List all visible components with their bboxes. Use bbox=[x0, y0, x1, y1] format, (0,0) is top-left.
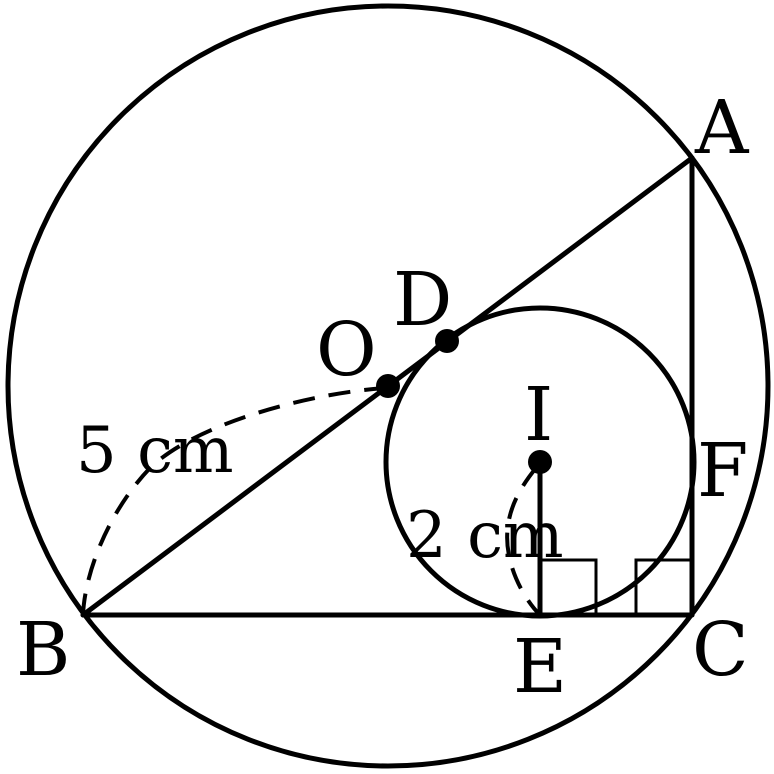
right-angle-mark-e bbox=[540, 558, 598, 615]
radius-5cm-arc bbox=[81, 386, 387, 616]
point-d-dot bbox=[435, 329, 459, 353]
point-o-dot bbox=[376, 374, 400, 398]
label-d: D bbox=[393, 257, 452, 343]
label-a: A bbox=[694, 85, 750, 171]
label-circumradius: 5 cm bbox=[76, 414, 234, 488]
label-f: F bbox=[697, 428, 748, 514]
label-c: C bbox=[692, 607, 749, 693]
label-o: O bbox=[316, 307, 377, 393]
radius-2cm-arc bbox=[505, 466, 542, 617]
right-angle-mark-c bbox=[634, 558, 692, 615]
label-inradius: 2 cm bbox=[406, 499, 564, 573]
label-e: E bbox=[513, 624, 567, 710]
circumcircle bbox=[5, 3, 771, 769]
label-i: I bbox=[524, 372, 553, 458]
point-i-dot bbox=[528, 450, 552, 474]
label-b: B bbox=[16, 607, 70, 693]
